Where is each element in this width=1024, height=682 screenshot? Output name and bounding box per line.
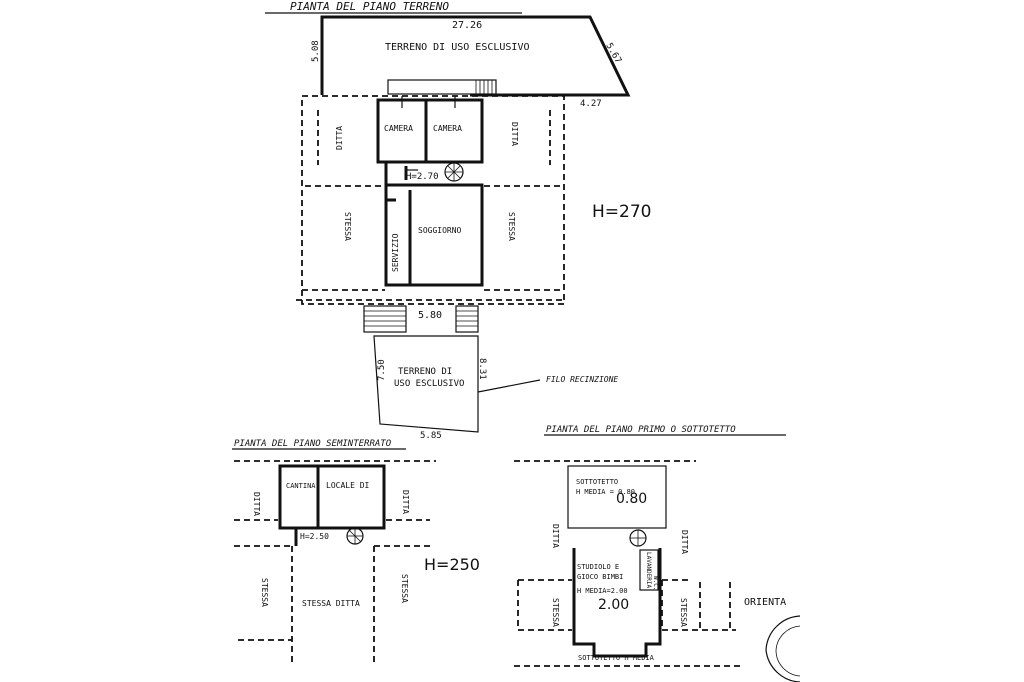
studio-label-2: GIOCO BIMBI [577,573,623,581]
ground-floor-plan: PIANTA DEL PIANO TERRENO 27.26 5.08 5.67… [265,0,651,441]
dim-width: 5.80 [418,310,442,321]
first-ditta-left: DITTA [551,524,560,548]
first-floor-plan: PIANTA DEL PIANO PRIMO O SOTTOTETTO SOTT… [514,425,801,682]
dim-top: 27.26 [452,20,482,31]
garden-bottom-boundary [373,335,479,433]
basement-h-internal: H=2.50 [300,532,329,541]
sottotetto-top-label-1: SOTTOTETTO [576,478,618,486]
ground-floor-title: PIANTA DEL PIANO TERRENO [290,0,449,13]
stairs-bottom-left [363,305,407,333]
stessa-right-label: STESSA [507,212,516,241]
lavanderia-walls [639,549,659,591]
wc-label: W.C. [652,576,659,590]
garden-top-boundary [320,15,631,97]
stairs-top [387,79,497,95]
fence-label: FILO RECINZIONE [546,375,618,384]
room-cantina-label: CANTINA [286,482,316,490]
room-camera-1-label: CAMERA [384,124,413,133]
basement-plan: PIANTA DEL PIANO SEMINTERRATO CANTINA LO… [232,439,480,666]
first-stessa-right: STESSA [679,598,688,627]
dim-garden-left: 7.50 [377,359,387,381]
studio-big: 2.00 [598,597,629,613]
h-internal-ground: H=2.70 [406,172,439,182]
first-floor-title: PIANTA DEL PIANO PRIMO O SOTTOTETTO [546,425,736,435]
sottotetto-top-label-2: H MEDIA = 0.80 [576,488,635,496]
basement-h-big: H=250 [424,555,480,574]
sottotetto-bottom-label: SOTTOTETTO H MEDIA [578,654,655,662]
basement-stessa-left: STESSA [260,578,269,607]
ditta-right-label: DITTA [510,122,519,146]
room-locale-label: LOCALE DI [326,481,370,490]
room-servizio-label: SERVIZIO [391,233,400,272]
basement-rooms-walls [278,464,386,530]
studio-label-1: STUDIOLO E [577,563,619,571]
lavanderia-label: LAVANDERIA [645,552,652,589]
studio-label-3: H MEDIA=2.00 [577,587,628,595]
dim-garden-bottom: 5.85 [420,431,442,441]
first-ditta-right: DITTA [680,530,689,554]
basement-ditta-left: DITTA [252,492,261,516]
basement-ditta-right: DITTA [401,490,410,514]
dim-right: 4.27 [580,99,602,109]
ditta-left-label: DITTA [335,126,344,150]
studio-walls [572,548,662,658]
soggiorno-block-walls [384,183,484,287]
garden-top-label: TERRENO DI USO ESCLUSIVO [385,42,530,53]
room-camera-2-walls [424,98,484,164]
compass-rose [765,615,801,682]
basement-title: PIANTA DEL PIANO SEMINTERRATO [234,439,392,449]
room-soggiorno-label: SOGGIORNO [418,226,462,235]
garden-bottom-label-2: USO ESCLUSIVO [394,379,464,389]
basement-stessa-center: STESSA DITTA [302,599,360,608]
orientation-label: ORIENTA [744,597,786,608]
first-stessa-left: STESSA [551,598,560,627]
basement-stessa-right: STESSA [400,574,409,603]
sottotetto-top-walls [567,465,667,529]
dim-left: 5.08 [311,40,321,62]
stessa-left-label: STESSA [343,212,352,241]
stairs-bottom-right [455,305,479,333]
room-camera-2-label: CAMERA [433,124,462,133]
garden-bottom-label-1: TERRENO DI [398,367,452,377]
h-big-ground: H=270 [592,202,651,222]
sottotetto-top-big: 0.80 [616,491,647,507]
dim-garden-right: 8.31 [477,358,487,380]
